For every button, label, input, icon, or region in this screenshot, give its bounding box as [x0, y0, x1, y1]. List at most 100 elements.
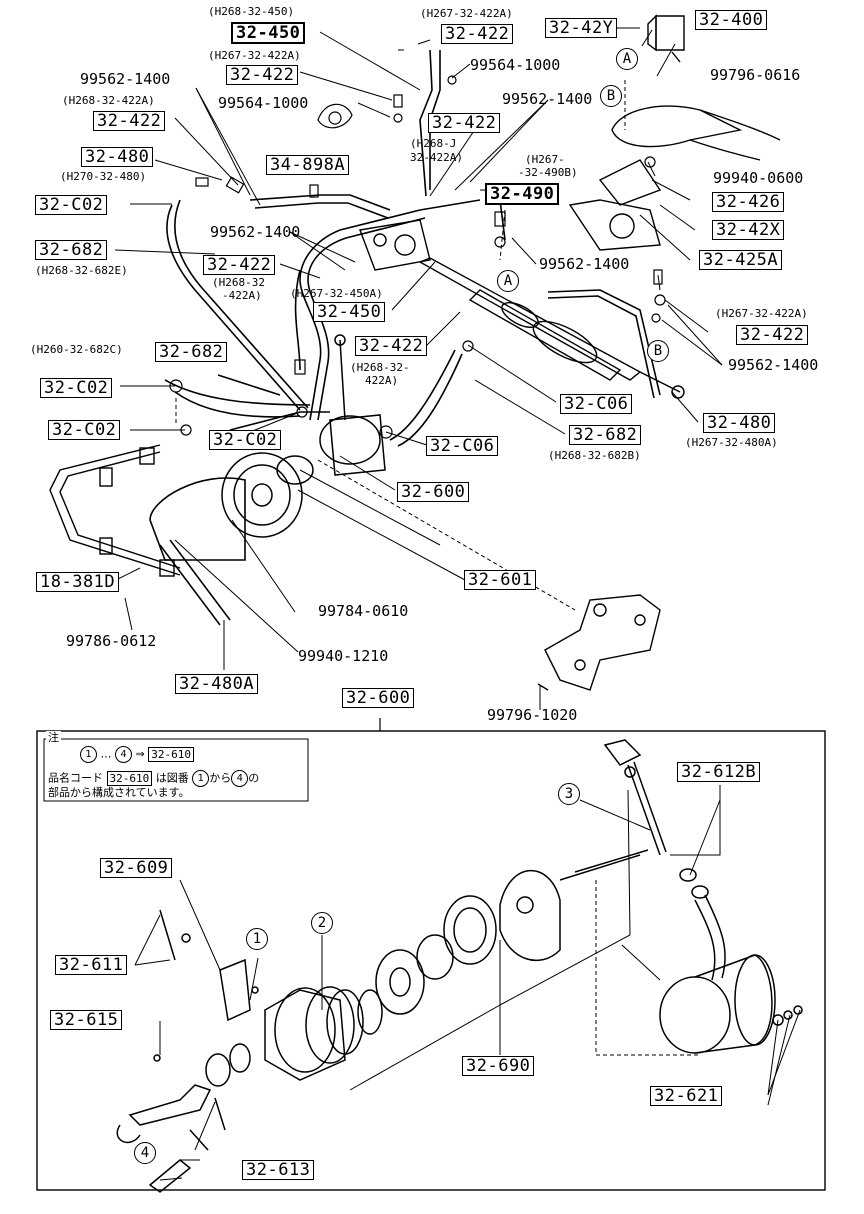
part-label-32-621[interactable]: 32-621 — [650, 1086, 723, 1106]
part-number[interactable]: 99562-1400 — [728, 356, 819, 374]
part-number[interactable]: 99562-1400 — [539, 255, 630, 273]
subcode: -32-490B) — [518, 166, 578, 179]
part-label-32-611[interactable]: 32-611 — [55, 955, 128, 975]
subcode: (H267-32-450A) — [290, 287, 383, 300]
note-line-3: 部品から構成されています。 — [48, 786, 190, 799]
part-label-32-600-b[interactable]: 32-600 — [342, 688, 415, 708]
part-label-32-615[interactable]: 32-615 — [50, 1010, 123, 1030]
part-label-34-898A[interactable]: 34-898A — [266, 155, 350, 175]
part-label-32-480-b[interactable]: 32-480 — [703, 413, 776, 433]
note-frame — [43, 738, 309, 802]
subcode: (H268-32 — [212, 276, 265, 289]
part-label-32-422-b[interactable]: 32-422 — [226, 65, 299, 85]
part-label-32-690[interactable]: 32-690 — [462, 1056, 535, 1076]
subcode: (H268-32-682B) — [548, 449, 641, 462]
note-circle-b: 4 — [231, 770, 249, 787]
subcode: 422A) — [365, 374, 399, 387]
part-label-32-422-g[interactable]: 32-422 — [355, 336, 428, 356]
note-line2-pre: 品名コード — [48, 771, 103, 785]
part-label-32-C06-a[interactable]: 32-C06 — [560, 394, 633, 414]
subcode: (H268-32-682E) — [35, 264, 128, 277]
part-number[interactable]: 99562-1400 — [80, 70, 171, 88]
callout-1: 1 — [246, 928, 268, 950]
callout-A-top: A — [616, 48, 638, 70]
part-label-32-400[interactable]: 32-400 — [695, 10, 768, 30]
pump-bracket — [537, 594, 661, 691]
lower-dashed — [595, 880, 700, 1056]
part-label-32-682-b[interactable]: 32-682 — [155, 342, 228, 362]
part-label-32-682-a[interactable]: 32-682 — [35, 240, 108, 260]
subcode: (H267-32-422A) — [208, 49, 301, 62]
subcode: (H260-32-682C) — [30, 343, 123, 356]
part-number[interactable]: 99940-1210 — [298, 647, 389, 665]
lower-leaders — [134, 785, 801, 1181]
part-label-32-426[interactable]: 32-426 — [712, 192, 785, 212]
part-label-32-C06-b[interactable]: 32-C06 — [426, 436, 499, 456]
callout-4: 4 — [134, 1142, 156, 1164]
part-label-32-42X[interactable]: 32-42X — [712, 220, 785, 240]
subcode: (H268-J — [410, 137, 457, 150]
note-circle-1: 1 — [80, 746, 97, 763]
part-label-32-601[interactable]: 32-601 — [464, 570, 537, 590]
note-arrow: ⇒ — [135, 747, 145, 761]
part-label-32-450-top[interactable]: 32-450 — [231, 22, 306, 44]
part-number[interactable]: 99564-1000 — [470, 56, 561, 74]
callout-3: 3 — [558, 783, 580, 805]
part-number[interactable]: 99940-0600 — [713, 169, 804, 187]
detail-frame — [36, 730, 826, 1191]
note-no: の — [248, 771, 260, 785]
part-label-32-425A[interactable]: 32-425A — [699, 250, 783, 270]
part-label-32-C02-c[interactable]: 32-C02 — [48, 420, 121, 440]
part-number[interactable]: 99796-0616 — [710, 66, 801, 84]
note-code: 32-610 — [106, 770, 153, 786]
part-label-32-C02-d[interactable]: 32-C02 — [209, 430, 282, 450]
part-label-18-381D[interactable]: 18-381D — [36, 572, 120, 592]
part-number[interactable]: 99562-1400 — [502, 90, 593, 108]
part-label-32-682-c[interactable]: 32-682 — [569, 425, 642, 445]
part-number[interactable]: 99796-1020 — [487, 706, 578, 724]
subcode: (H268-32-422A) — [62, 94, 155, 107]
leader-lines-top — [111, 27, 723, 710]
part-label-32-600-a[interactable]: 32-600 — [397, 482, 470, 502]
subcode: (H267-32-422A) — [420, 7, 513, 20]
note-target-code: 32-610 — [148, 746, 194, 762]
part-label-32-450-mid[interactable]: 32-450 — [313, 302, 386, 322]
part-label-32-C02-a[interactable]: 32-C02 — [35, 195, 108, 215]
reservoir — [568, 14, 781, 251]
part-label-32-490[interactable]: 32-490 — [485, 183, 560, 205]
part-label-32-422-e[interactable]: 32-422 — [203, 255, 276, 275]
part-label-32-609[interactable]: 32-609 — [100, 858, 173, 878]
note-kara: から — [209, 771, 232, 785]
note-dots: … — [100, 747, 112, 761]
part-number[interactable]: 99784-0610 — [318, 602, 409, 620]
part-label-32-422-f[interactable]: 32-422 — [736, 325, 809, 345]
part-label-32-612B[interactable]: 32-612B — [677, 762, 761, 782]
part-label-32-480-a[interactable]: 32-480 — [81, 147, 154, 167]
steering-rack — [359, 219, 685, 399]
part-label-32-613[interactable]: 32-613 — [242, 1160, 315, 1180]
subcode: (H268-32-450) — [208, 5, 295, 18]
note-circle-a: 1 — [192, 770, 210, 787]
part-number[interactable]: 99562-1400 — [210, 223, 301, 241]
part-number[interactable]: 99564-1000 — [218, 94, 309, 112]
belt — [149, 477, 246, 626]
subcode: -422A) — [222, 289, 262, 302]
subcode: (H270-32-480) — [60, 170, 147, 183]
part-label-32-42Y[interactable]: 32-42Y — [545, 18, 618, 38]
part-label-32-422-a[interactable]: 32-422 — [441, 24, 514, 44]
part-label-32-422-c[interactable]: 32-422 — [93, 111, 166, 131]
note-title: 注 — [46, 731, 61, 745]
subcode: (H267-32-422A) — [715, 307, 808, 320]
callout-A-mid: A — [497, 270, 519, 292]
subcode: (H267-32-480A) — [685, 436, 778, 449]
note-line-1: 1 … 4 ⇒ 32-610 — [80, 746, 194, 763]
part-number[interactable]: 99786-0612 — [66, 632, 157, 650]
part-label-32-C02-b[interactable]: 32-C02 — [40, 378, 113, 398]
part-label-32-480A[interactable]: 32-480A — [175, 674, 259, 694]
pump-exploded — [116, 739, 803, 1193]
part-label-32-422-d[interactable]: 32-422 — [428, 113, 501, 133]
callout-B-top: B — [600, 85, 622, 107]
note-circle-4: 4 — [115, 746, 132, 763]
